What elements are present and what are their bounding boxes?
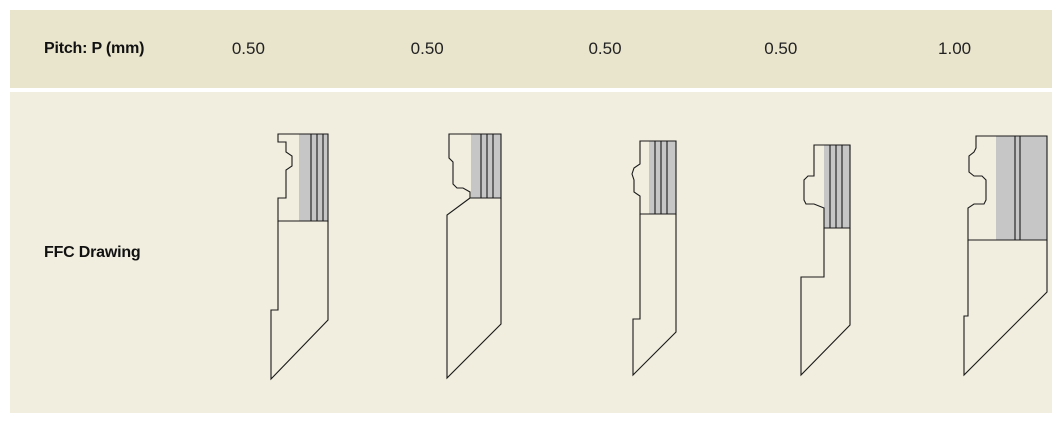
ffc-drawing-4: [800, 144, 851, 377]
pitch-value-5: 1.00: [938, 39, 972, 58]
drawing-label: FFC Drawing: [44, 243, 141, 261]
pitch-value-4: 0.50: [764, 39, 798, 58]
pitch-value-3: 0.50: [588, 39, 622, 58]
pitch-row: Pitch: P (mm) 0.50 0.50 0.50 0.50 1.00: [10, 10, 1052, 88]
pitch-value-1: 0.50: [231, 39, 265, 58]
ffc-spec-table: Pitch: P (mm) 0.50 0.50 0.50 0.50 1.00 F…: [10, 10, 1052, 413]
pitch-label: Pitch: P (mm): [44, 40, 145, 57]
ffc-drawings-svg: [270, 133, 1048, 381]
ffc-drawing-3: [631, 140, 677, 377]
ffc-drawing-2: [446, 133, 502, 380]
ffc-drawing-5: [963, 135, 1048, 377]
pitch-value-2: 0.50: [410, 39, 444, 58]
drawing-row: FFC Drawing: [10, 92, 1052, 413]
ffc-drawing-1: [270, 133, 329, 381]
ffc-drawings: [168, 92, 1052, 413]
